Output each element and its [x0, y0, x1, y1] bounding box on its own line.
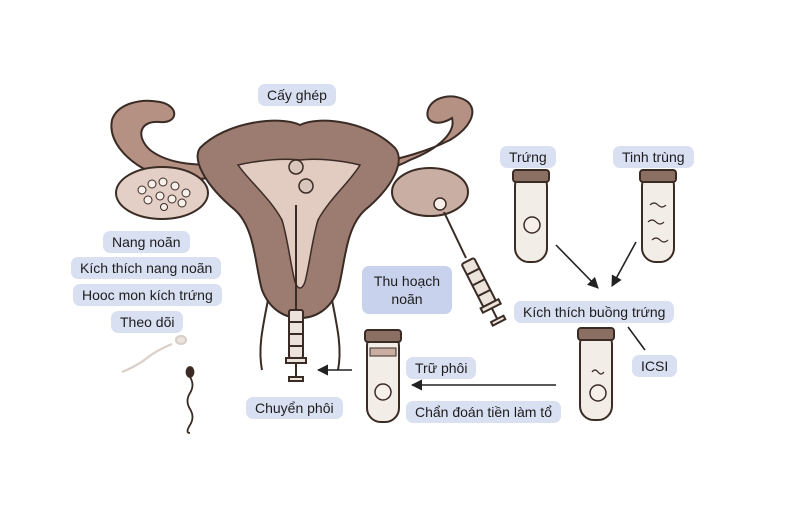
- label-thu-hoach-noan: Thu hoạch noãn: [362, 266, 452, 314]
- sperm-sketch-light: [121, 334, 188, 374]
- label-theo-doi: Theo dõi: [111, 311, 184, 333]
- right-ovary: [391, 167, 469, 217]
- label-tinh-trung: Tinh trùng: [613, 146, 694, 168]
- label-kich-thich-nang-noan: Kích thích nang noãn: [71, 257, 222, 279]
- label-chan-doan: Chẩn đoán tiền làm tổ: [406, 401, 561, 423]
- label-nang-noan: Nang noãn: [103, 231, 190, 253]
- label-chuyen-phoi: Chuyển phôi: [246, 397, 343, 419]
- ovary-follicles: [137, 177, 191, 211]
- retrieval-syringe: [443, 211, 507, 327]
- fertilization-tube: [577, 327, 615, 421]
- embryos-in-uterus: [288, 159, 314, 194]
- label-thu-hoach-line2: noãn: [391, 291, 423, 307]
- uterine-cavity: [236, 158, 362, 289]
- label-hooc-mon: Hooc mon kích trứng: [73, 284, 222, 306]
- label-thu-hoach-line1: Thu hoạch: [373, 273, 441, 289]
- right-fallopian-tube: [364, 95, 474, 178]
- label-tru-phoi: Trữ phôi: [406, 357, 477, 379]
- cervix: [259, 299, 341, 371]
- icsi-connector: [627, 326, 646, 351]
- sperm-tube: [639, 169, 677, 263]
- arrow-sperm-to-stimulation: [611, 241, 637, 287]
- label-trung: Trứng: [500, 146, 556, 168]
- arrow-egg-to-stimulation: [555, 244, 599, 289]
- label-icsi: ICSI: [632, 355, 678, 377]
- transfer-syringe: [285, 205, 307, 382]
- ovary-follicle-large: [433, 197, 447, 211]
- label-cay-ghep: Cấy ghép: [258, 84, 336, 106]
- label-kich-thich-buong-trung: Kích thích buồng trứng: [514, 301, 675, 323]
- embryo-tube: [364, 329, 402, 423]
- egg-tube: [512, 169, 550, 263]
- sperm-sketch-dark: [185, 366, 195, 434]
